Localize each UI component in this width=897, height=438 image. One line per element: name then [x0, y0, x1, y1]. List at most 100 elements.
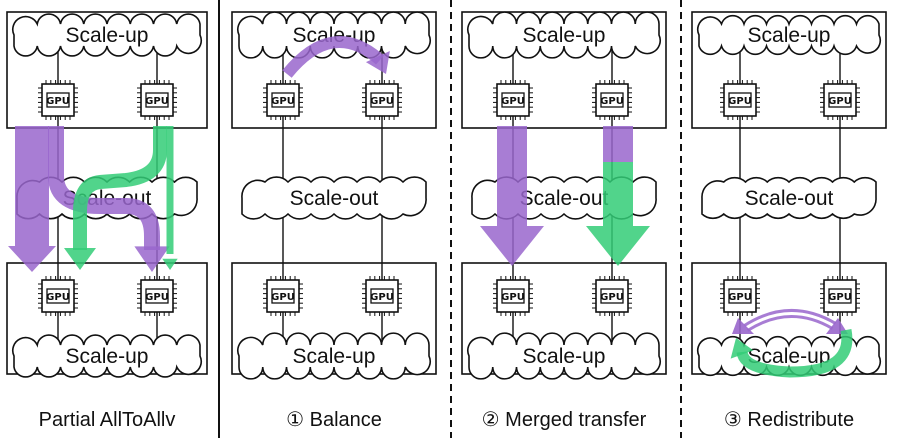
scale-up-cloud-bottom-label: Scale-up: [293, 345, 376, 368]
cloud-icon: [241, 176, 427, 220]
gpu-label: GPU: [370, 96, 394, 107]
gpu-label: GPU: [271, 96, 295, 107]
panel-caption: Partial AllToAllv: [39, 409, 176, 431]
gpu-label: GPU: [501, 96, 525, 107]
caption-text: Balance: [310, 409, 382, 431]
panel-caption: ② Merged transfer: [482, 409, 647, 431]
gpu-chip: GPU: [720, 276, 760, 316]
gpu-label: GPU: [46, 292, 70, 303]
gpu-chip-icon: [493, 276, 533, 316]
green-flow-arrow: [586, 162, 650, 266]
caption-text: Partial AllToAllv: [39, 409, 176, 431]
cloud-icon: [11, 13, 203, 57]
cloud-icon: [701, 176, 877, 220]
flows-partial-alltoallv: [8, 126, 178, 272]
gpu-chip-icon: [38, 276, 78, 316]
scale-out-cloud-label: Scale-out: [745, 187, 834, 210]
step-marker: ②: [482, 409, 506, 431]
gpu-chip-icon: [38, 80, 78, 120]
gpu-chip: GPU: [362, 276, 402, 316]
gpu-chip: GPU: [493, 80, 533, 120]
step-marker: ①: [286, 409, 310, 431]
gpu-label: GPU: [600, 96, 624, 107]
step-marker: ③: [724, 409, 748, 431]
scale-up-cloud-bottom-label: Scale-up: [66, 345, 149, 368]
gpu-label: GPU: [600, 292, 624, 303]
gpu-chip-icon: [592, 276, 632, 316]
caption-text: Redistribute: [747, 409, 854, 431]
cloud-icon: [466, 332, 662, 380]
green-flow-arrow: [730, 328, 853, 378]
gpu-chip: GPU: [38, 276, 78, 316]
gpu-chip: GPU: [263, 276, 303, 316]
green-flow-arrow: [73, 126, 167, 250]
gpu-label: GPU: [370, 292, 394, 303]
gpu-chip-icon: [362, 276, 402, 316]
flows-merged-transfer: [480, 126, 650, 266]
scale-up-cloud-top-label: Scale-up: [748, 24, 831, 47]
gpu-chip: GPU: [38, 80, 78, 120]
cloud-icon: [236, 332, 432, 380]
panel-caption: ③ Redistribute: [724, 409, 854, 431]
scale-up-cloud-top-label: Scale-up: [66, 24, 149, 47]
gpu-label: GPU: [828, 292, 852, 303]
scale-up-cloud-top-label: Scale-up: [523, 24, 606, 47]
gpu-label: GPU: [828, 96, 852, 107]
scale-out-cloud: Scale-out: [701, 176, 877, 220]
gpu-chip-icon: [720, 276, 760, 316]
gpu-label: GPU: [46, 96, 70, 107]
purple-flow-arrow: [603, 126, 633, 162]
scale-up-cloud-top: Scale-up: [466, 11, 662, 59]
gpu-chip-icon: [263, 80, 303, 120]
gpu-label: GPU: [728, 292, 752, 303]
flows-redistribute: [730, 309, 853, 378]
cloud-icon: [466, 11, 662, 59]
scale-up-cloud-bottom: Scale-up: [466, 332, 662, 380]
gpu-chip: GPU: [592, 80, 632, 120]
gpu-chip: GPU: [137, 276, 177, 316]
gpu-chip-icon: [263, 276, 303, 316]
gpu-chip-icon: [592, 80, 632, 120]
scale-up-cloud-bottom: Scale-up: [11, 334, 203, 378]
scale-up-cloud-bottom: Scale-up: [236, 332, 432, 380]
gpu-chip-icon: [820, 276, 860, 316]
gpu-chip-icon: [820, 80, 860, 120]
flows-balance: [282, 36, 390, 78]
gpu-label: GPU: [271, 292, 295, 303]
gpu-chip: GPU: [263, 80, 303, 120]
gpu-chip: GPU: [720, 80, 760, 120]
panel-caption: ① Balance: [286, 409, 382, 431]
scale-out-cloud-label: Scale-out: [520, 187, 609, 210]
scale-out-cloud: Scale-out: [241, 176, 427, 220]
scale-up-cloud-bottom-label: Scale-up: [523, 345, 606, 368]
gpu-chip-icon: [493, 80, 533, 120]
purple-flow-arrow: [48, 126, 170, 272]
gpu-chip: GPU: [820, 80, 860, 120]
gpu-chip-icon: [720, 80, 760, 120]
scale-up-cloud-bottom-label: Scale-up: [748, 345, 831, 368]
cloud-icon: [696, 14, 882, 56]
caption-text: Merged transfer: [505, 409, 647, 431]
gpu-label: GPU: [145, 96, 169, 107]
gpu-label: GPU: [145, 292, 169, 303]
purple-flow-arrow: [8, 126, 56, 272]
gpu-label: GPU: [728, 96, 752, 107]
scale-up-cloud-top: Scale-up: [11, 13, 203, 57]
green-flow-arrow: [162, 126, 178, 270]
gpu-chip: GPU: [592, 276, 632, 316]
scale-out-cloud-label: Scale-out: [290, 187, 379, 210]
cloud-icon: [11, 334, 203, 378]
purple-flow-arrow: [480, 126, 544, 266]
scale-up-cloud-top: Scale-up: [696, 14, 882, 56]
gpu-chip: GPU: [820, 276, 860, 316]
panel-dividers: [218, 0, 682, 438]
gpu-label: GPU: [501, 292, 525, 303]
gpu-chip-icon: [362, 80, 402, 120]
gpu-chip-icon: [137, 276, 177, 316]
